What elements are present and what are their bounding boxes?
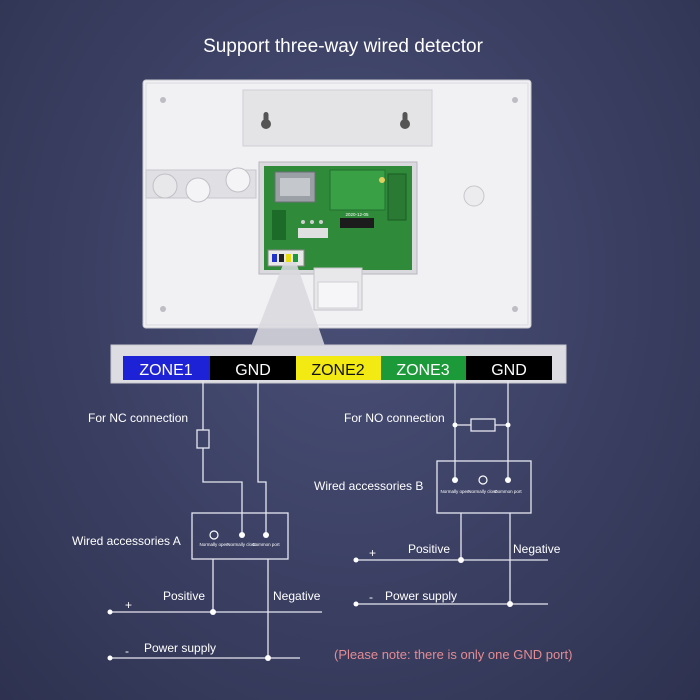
- plus-sign: +: [125, 598, 132, 612]
- keyhole-icon: [261, 112, 271, 129]
- terminal-strip: ZONE1 GND ZONE2 ZONE3 GND: [110, 344, 567, 384]
- wired-accessory-a: [191, 512, 289, 560]
- no-connection-label: For NO connection: [344, 411, 445, 425]
- plus-sign: +: [369, 546, 376, 560]
- port-label: Normally open: [440, 489, 470, 494]
- nc-circuit: For NC connection Normally open Normally…: [72, 381, 322, 661]
- resistor: [196, 429, 210, 449]
- terminal-label: GND: [491, 362, 527, 379]
- minus-sign: -: [125, 644, 129, 658]
- power-supply-label: Power supply: [144, 641, 216, 655]
- port-label: Common port: [494, 489, 522, 494]
- port-label: Normally close: [468, 489, 498, 494]
- terminal-label: GND: [235, 362, 271, 379]
- terminal-label: ZONE1: [139, 362, 192, 379]
- screw-hole: [160, 97, 166, 103]
- port-label: Normally close: [227, 542, 257, 547]
- port-label: Common port: [252, 542, 280, 547]
- board-date-code: 2020-12-05: [345, 212, 369, 217]
- page-title: Support three-way wired detector: [203, 36, 484, 57]
- screw-hole: [512, 97, 518, 103]
- positive-label: Positive: [408, 542, 450, 556]
- accessory-b-label: Wired accessories B: [314, 479, 423, 493]
- screw-hole: [160, 306, 166, 312]
- no-circuit: For NO connection Normally open Normally…: [314, 381, 561, 607]
- tamper-button: [463, 185, 485, 207]
- gnd-note: (Please note: there is only one GND port…: [334, 647, 572, 662]
- resistor: [470, 418, 496, 432]
- terminal-label: ZONE3: [396, 362, 449, 379]
- zoom-callout: [250, 262, 326, 349]
- terminal-zone3: [381, 356, 466, 380]
- terminal-gnd-2: [466, 356, 552, 380]
- wired-accessory-b: [436, 460, 532, 514]
- keyhole-icon: [400, 112, 410, 129]
- minus-sign: -: [369, 590, 373, 604]
- nc-connection-label: For NC connection: [88, 411, 188, 425]
- terminal-zone2: [296, 356, 381, 380]
- terminal-zone1: [123, 356, 210, 380]
- terminal-gnd-1: [210, 356, 296, 380]
- alarm-panel-back: 2020-12-05: [142, 79, 532, 329]
- power-supply-label: Power supply: [385, 589, 457, 603]
- mounting-bracket: [242, 89, 433, 147]
- screw-hole: [512, 306, 518, 312]
- positive-label: Positive: [163, 589, 205, 603]
- port-label: Normally open: [199, 542, 229, 547]
- negative-label: Negative: [513, 542, 561, 556]
- accessory-a-label: Wired accessories A: [72, 534, 181, 548]
- terminal-label: ZONE2: [311, 362, 364, 379]
- negative-label: Negative: [273, 589, 321, 603]
